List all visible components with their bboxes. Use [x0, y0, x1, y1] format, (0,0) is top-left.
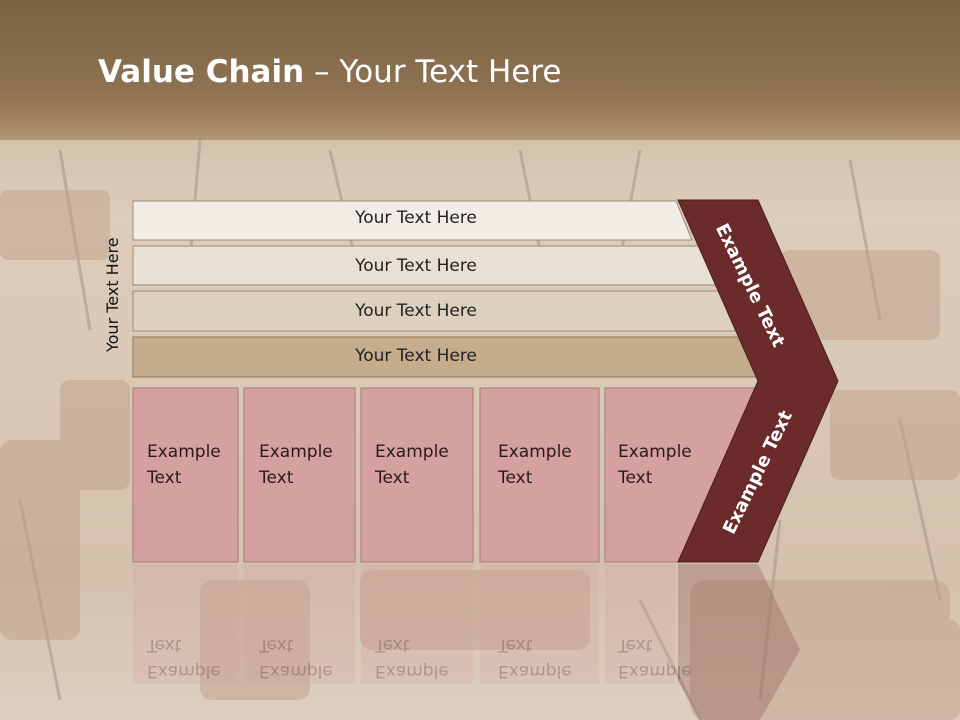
activity-cell-3-reflection-line1: Example: [375, 661, 449, 681]
activity-cell-1-line2: Text: [147, 468, 182, 488]
support-bar-2-label: Your Text Here: [355, 256, 477, 276]
support-bar-4-label: Your Text Here: [355, 346, 477, 366]
title-band: [0, 0, 960, 150]
activity-cell-1-line1: Example: [147, 442, 221, 462]
activity-cell-1-reflection-line2: Text: [147, 635, 182, 655]
activity-cell-5-reflection: Example Text: [618, 632, 692, 684]
activity-cell-1[interactable]: [132, 387, 239, 563]
activity-cell-5-reflection-line2: Text: [618, 635, 653, 655]
activity-cell-3-label: Example Text: [375, 439, 449, 491]
activity-cell-2-reflection-line2: Text: [259, 635, 294, 655]
activity-cell-3-line2: Text: [375, 468, 410, 488]
activity-cell-1-reflection: Example Text: [147, 632, 221, 684]
activity-cell-4-label: Example Text: [498, 439, 572, 491]
activity-cell-5-line2: Text: [618, 468, 653, 488]
reflection: [133, 564, 800, 720]
activity-cell-3[interactable]: [360, 387, 474, 563]
title-rest: – Your Text Here: [304, 54, 562, 90]
activity-cell-2-reflection: Example Text: [259, 632, 333, 684]
support-bar-1[interactable]: [132, 200, 693, 241]
activity-cell-3-reflection: Example Text: [375, 632, 449, 684]
activity-cell-4-line1: Example: [498, 442, 572, 462]
activity-cell-4-reflection-line1: Example: [498, 661, 572, 681]
activity-cell-5-reflection-line1: Example: [618, 661, 692, 681]
activity-cell-3-line1: Example: [375, 442, 449, 462]
activity-cell-5-label: Example Text: [618, 439, 692, 491]
page-title: Value Chain – Your Text Here: [98, 54, 561, 90]
activity-cell-4-reflection-line2: Text: [498, 635, 533, 655]
support-bar-3-label: Your Text Here: [355, 301, 477, 321]
activity-cell-2-label: Example Text: [259, 439, 333, 491]
activity-cell-4-reflection: Example Text: [498, 632, 572, 684]
activity-cell-3-reflection-line2: Text: [375, 635, 410, 655]
activity-cell-4[interactable]: [479, 387, 600, 563]
support-bar-1-label: Your Text Here: [355, 208, 477, 228]
activity-cell-2-line1: Example: [259, 442, 333, 462]
activity-cell-5-line1: Example: [618, 442, 692, 462]
title-bold: Value Chain: [98, 54, 305, 90]
activity-cell-4-line2: Text: [498, 468, 533, 488]
margin-chevron[interactable]: [677, 199, 839, 563]
activity-cell-2-reflection-line1: Example: [259, 661, 333, 681]
activity-cell-2-line2: Text: [259, 468, 294, 488]
activity-cell-1-reflection-line1: Example: [147, 661, 221, 681]
activity-cell-1-label: Example Text: [147, 439, 221, 491]
activity-cell-2[interactable]: [243, 387, 356, 563]
